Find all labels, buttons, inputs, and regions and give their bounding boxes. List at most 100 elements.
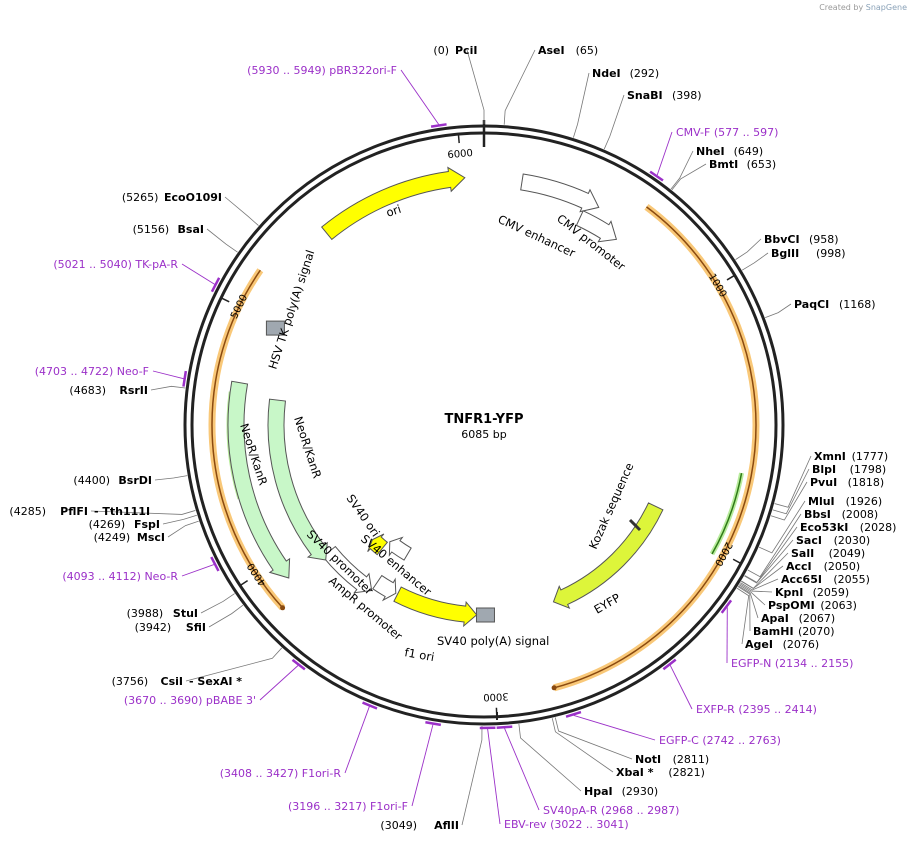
site-name[interactable]: ApaI	[761, 612, 789, 625]
feature-eyfp	[552, 502, 664, 610]
site-name[interactable]: RsrII	[119, 384, 148, 397]
site-name[interactable]: PspOMI	[768, 599, 815, 612]
site-position: (4285)	[9, 505, 46, 518]
site-name[interactable]: EcoO109I	[164, 191, 222, 204]
site-name-extra[interactable]: - SexAI *	[189, 675, 242, 688]
site-name[interactable]: SfiI	[186, 621, 206, 634]
site-name[interactable]: NotI	[635, 753, 661, 766]
tick-label: 1000	[706, 272, 728, 299]
credit-text: Created by	[819, 3, 864, 12]
site-name[interactable]: NdeI	[592, 67, 621, 80]
site-position: (1168)	[839, 298, 876, 311]
site-name[interactable]: BsaI	[178, 223, 204, 236]
site-name[interactable]: PflFI	[60, 505, 88, 518]
primer-mark	[662, 658, 677, 671]
primer-label[interactable]: CMV-F (577 .. 597)	[676, 126, 778, 139]
orf-arrow-tip	[551, 685, 557, 691]
primer-label[interactable]: (3408 .. 3427) F1ori-R	[220, 767, 342, 780]
site-position: (2070)	[798, 625, 835, 638]
site-name[interactable]: AseI	[538, 44, 565, 57]
site-leader-line	[735, 238, 762, 260]
primer-label[interactable]: EBV-rev (3022 .. 3041)	[504, 818, 629, 831]
feature-sv40-promoter	[322, 545, 373, 594]
site-name[interactable]: MscI	[137, 531, 165, 544]
site-name[interactable]: NheI	[696, 145, 725, 158]
site-position: (2030)	[834, 534, 871, 547]
site-name[interactable]: KpnI	[775, 586, 803, 599]
site-leader-line	[740, 578, 779, 591]
site-name[interactable]: XbaI *	[616, 766, 654, 779]
site-name-extra[interactable]: - Tth111I	[94, 505, 150, 518]
primer-leader-line	[259, 665, 299, 701]
orf-highlight	[553, 204, 760, 692]
site-leader-line	[736, 587, 750, 645]
site-leader-line	[741, 252, 769, 271]
site-name[interactable]: BglII	[771, 247, 799, 260]
feature-cmv-promoter	[575, 210, 618, 243]
site-leader-line	[744, 539, 794, 584]
site-name[interactable]: AccI	[786, 560, 812, 573]
primer-leader-line	[656, 131, 673, 176]
inner-orf-arc	[711, 472, 743, 555]
site-leader-line	[738, 585, 759, 619]
orf-arc	[211, 269, 284, 609]
site-name[interactable]: BbsI	[804, 508, 831, 521]
site-position: (958)	[809, 233, 839, 246]
site-name[interactable]: PciI	[455, 44, 477, 57]
site-name[interactable]: SnaBI	[627, 89, 663, 102]
site-leader-line	[737, 586, 751, 632]
primer-leader-line	[669, 665, 693, 710]
site-position: (2050)	[824, 560, 861, 573]
site-name[interactable]: PvuI	[810, 476, 837, 489]
feature-hsv-tk-poly-a-signal	[265, 320, 285, 336]
site-name[interactable]: HpaI	[584, 785, 613, 798]
tick-mark	[726, 275, 735, 281]
primer-label[interactable]: EGFP-C (2742 .. 2763)	[659, 734, 781, 747]
site-position: (1798)	[850, 463, 887, 476]
site-name[interactable]: BsrDI	[118, 474, 152, 487]
site-name[interactable]: StuI	[173, 607, 198, 620]
primer-leader-line	[487, 728, 501, 825]
site-name[interactable]: CsiI	[161, 675, 183, 688]
site-name[interactable]: FspI	[134, 518, 160, 531]
site-name[interactable]: Eco53kI	[800, 521, 848, 534]
site-name[interactable]: BlpI	[812, 463, 836, 476]
site-name[interactable]: Acc65I	[781, 573, 822, 586]
site-name[interactable]: BamHI	[753, 625, 794, 638]
site-name[interactable]: BmtI	[709, 158, 738, 171]
primer-label[interactable]: (5930 .. 5949) pBR322ori-F	[247, 64, 397, 77]
primer-label[interactable]: EXFP-R (2395 .. 2414)	[696, 703, 817, 716]
primer-leader-line	[152, 370, 184, 380]
site-position: (4269)	[89, 518, 126, 531]
site-name[interactable]: SalI	[791, 547, 814, 560]
site-leader-line	[518, 723, 582, 792]
primer-label[interactable]: (5021 .. 5040) TK-pA-R	[53, 258, 178, 271]
primer-label[interactable]: (4703 .. 4722) Neo-F	[35, 365, 149, 378]
primer-mark	[210, 556, 220, 572]
site-name[interactable]: PaqCI	[794, 298, 829, 311]
site-name[interactable]: BbvCI	[764, 233, 800, 246]
primer-label[interactable]: EGFP-N (2134 .. 2155)	[731, 657, 853, 670]
primer-mark	[291, 658, 306, 671]
site-leader-line	[224, 196, 259, 226]
plasmid-name: TNFR1-YFP	[445, 412, 524, 427]
primer-leader-line	[344, 706, 370, 774]
orf-arrow-tip	[280, 605, 286, 611]
site-leader-line	[738, 584, 766, 606]
feature-sv40-poly-a-signal	[475, 607, 495, 623]
site-position: (4683)	[69, 384, 106, 397]
primer-label[interactable]: SV40pA-R (2968 .. 2987)	[543, 804, 679, 817]
site-name[interactable]: AgeI	[745, 638, 773, 651]
primer-label[interactable]: (4093 .. 4112) Neo-R	[62, 570, 178, 583]
primer-label[interactable]: (3196 .. 3217) F1ori-F	[288, 800, 408, 813]
site-position: (4249)	[94, 531, 131, 544]
site-name[interactable]: SacI	[796, 534, 822, 547]
primer-label[interactable]: (3670 .. 3690) pBABE 3'	[124, 694, 256, 707]
site-leader-line	[758, 500, 806, 554]
site-leader-line	[671, 163, 707, 191]
primer-leader-line	[504, 728, 540, 811]
site-name[interactable]: XmnI	[814, 450, 846, 463]
site-leader-line	[208, 604, 244, 628]
site-name[interactable]: AflII	[434, 819, 459, 832]
site-name[interactable]: MluI	[808, 495, 835, 508]
